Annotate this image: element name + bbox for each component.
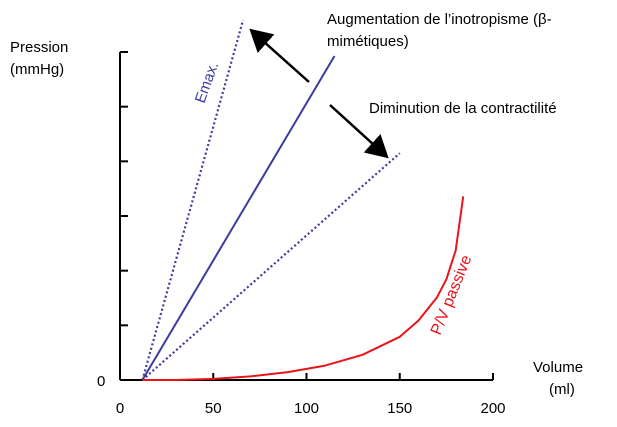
series-line-1 <box>141 55 336 381</box>
x-tick-label: 150 <box>387 400 412 417</box>
series-line-3 <box>142 196 465 381</box>
y-axis-label-line2: (mmHg) <box>10 61 64 78</box>
series-line-2 <box>141 152 401 381</box>
x-tick-label: 0 <box>116 400 124 417</box>
y-ticks <box>120 51 128 327</box>
x-axis-label-line2: (ml) <box>549 381 575 398</box>
annotation-inotropism-line2: mimétiques) <box>327 33 409 50</box>
annotation-contractility: Diminution de la contractilité <box>369 100 557 117</box>
series-layer <box>141 19 465 381</box>
y-axis-label-line1: Pression <box>10 39 68 56</box>
series-line-0 <box>141 19 245 381</box>
x-axis-label-line1: Volume <box>533 359 583 376</box>
x-ticks: 0 50 100 150 200 <box>116 373 506 417</box>
arrow-inotropism <box>249 28 310 83</box>
x-tick-label: 50 <box>205 400 222 417</box>
annotation-inotropism-line1: Augmentation de l’inotropisme (β- <box>327 11 552 28</box>
x-tick-label: 100 <box>294 400 319 417</box>
series-label-emax: Emax. <box>192 60 223 106</box>
arrow-contractility <box>329 104 389 159</box>
x-tick-label: 200 <box>480 400 505 417</box>
y-zero-label: 0 <box>97 373 105 390</box>
